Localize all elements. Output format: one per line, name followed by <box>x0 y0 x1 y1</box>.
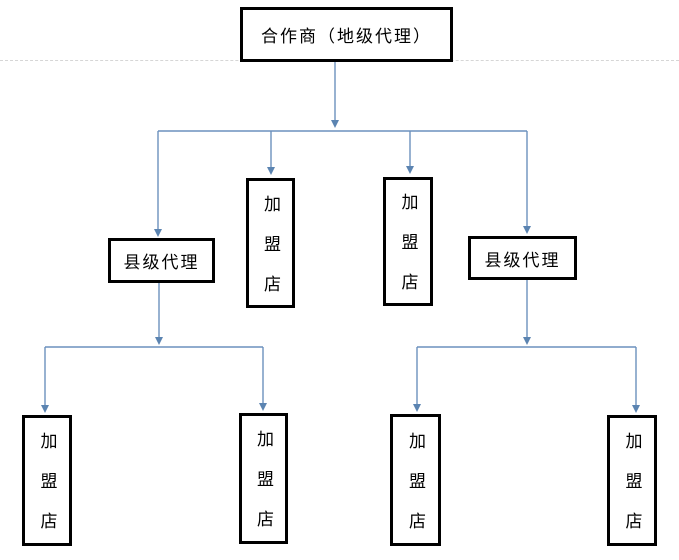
node-franchise-store-bottom-3: 加盟店 <box>390 414 441 552</box>
arrow-down-icon <box>331 120 339 128</box>
node-county-agent-left: 县级代理 <box>108 238 215 283</box>
node-label: 加盟店 <box>398 193 418 313</box>
arrow-down-icon <box>155 337 163 345</box>
arrow-down-icon <box>41 405 49 413</box>
node-franchise-store-bottom-4: 加盟店 <box>607 415 657 552</box>
node-label: 县级代理 <box>484 250 561 270</box>
node-label: 县级代理 <box>123 253 200 272</box>
node-label: 加盟店 <box>261 194 280 315</box>
node-label: 加盟店 <box>37 432 57 552</box>
arrow-down-icon <box>523 337 531 345</box>
node-county-agent-right: 县级代理 <box>468 236 577 280</box>
arrow-down-icon <box>154 229 162 237</box>
arrow-down-icon <box>406 166 414 174</box>
node-franchise-store-mid-right: 加盟店 <box>383 177 433 313</box>
node-partner-prefecture-agent: 合作商（地级代理） <box>240 7 453 62</box>
node-franchise-store-bottom-2: 加盟店 <box>239 413 288 550</box>
node-label: 加盟店 <box>406 431 425 552</box>
node-label: 合作商（地级代理） <box>261 27 432 46</box>
arrow-down-icon <box>259 403 267 411</box>
arrow-down-icon <box>523 226 531 234</box>
node-label: 加盟店 <box>254 430 273 550</box>
arrow-down-icon <box>267 167 275 175</box>
node-franchise-store-mid-left: 加盟店 <box>246 178 295 315</box>
node-franchise-store-bottom-1: 加盟店 <box>22 415 72 552</box>
node-label: 加盟店 <box>622 432 642 552</box>
arrow-down-icon <box>632 405 640 413</box>
arrow-down-icon <box>413 404 421 412</box>
